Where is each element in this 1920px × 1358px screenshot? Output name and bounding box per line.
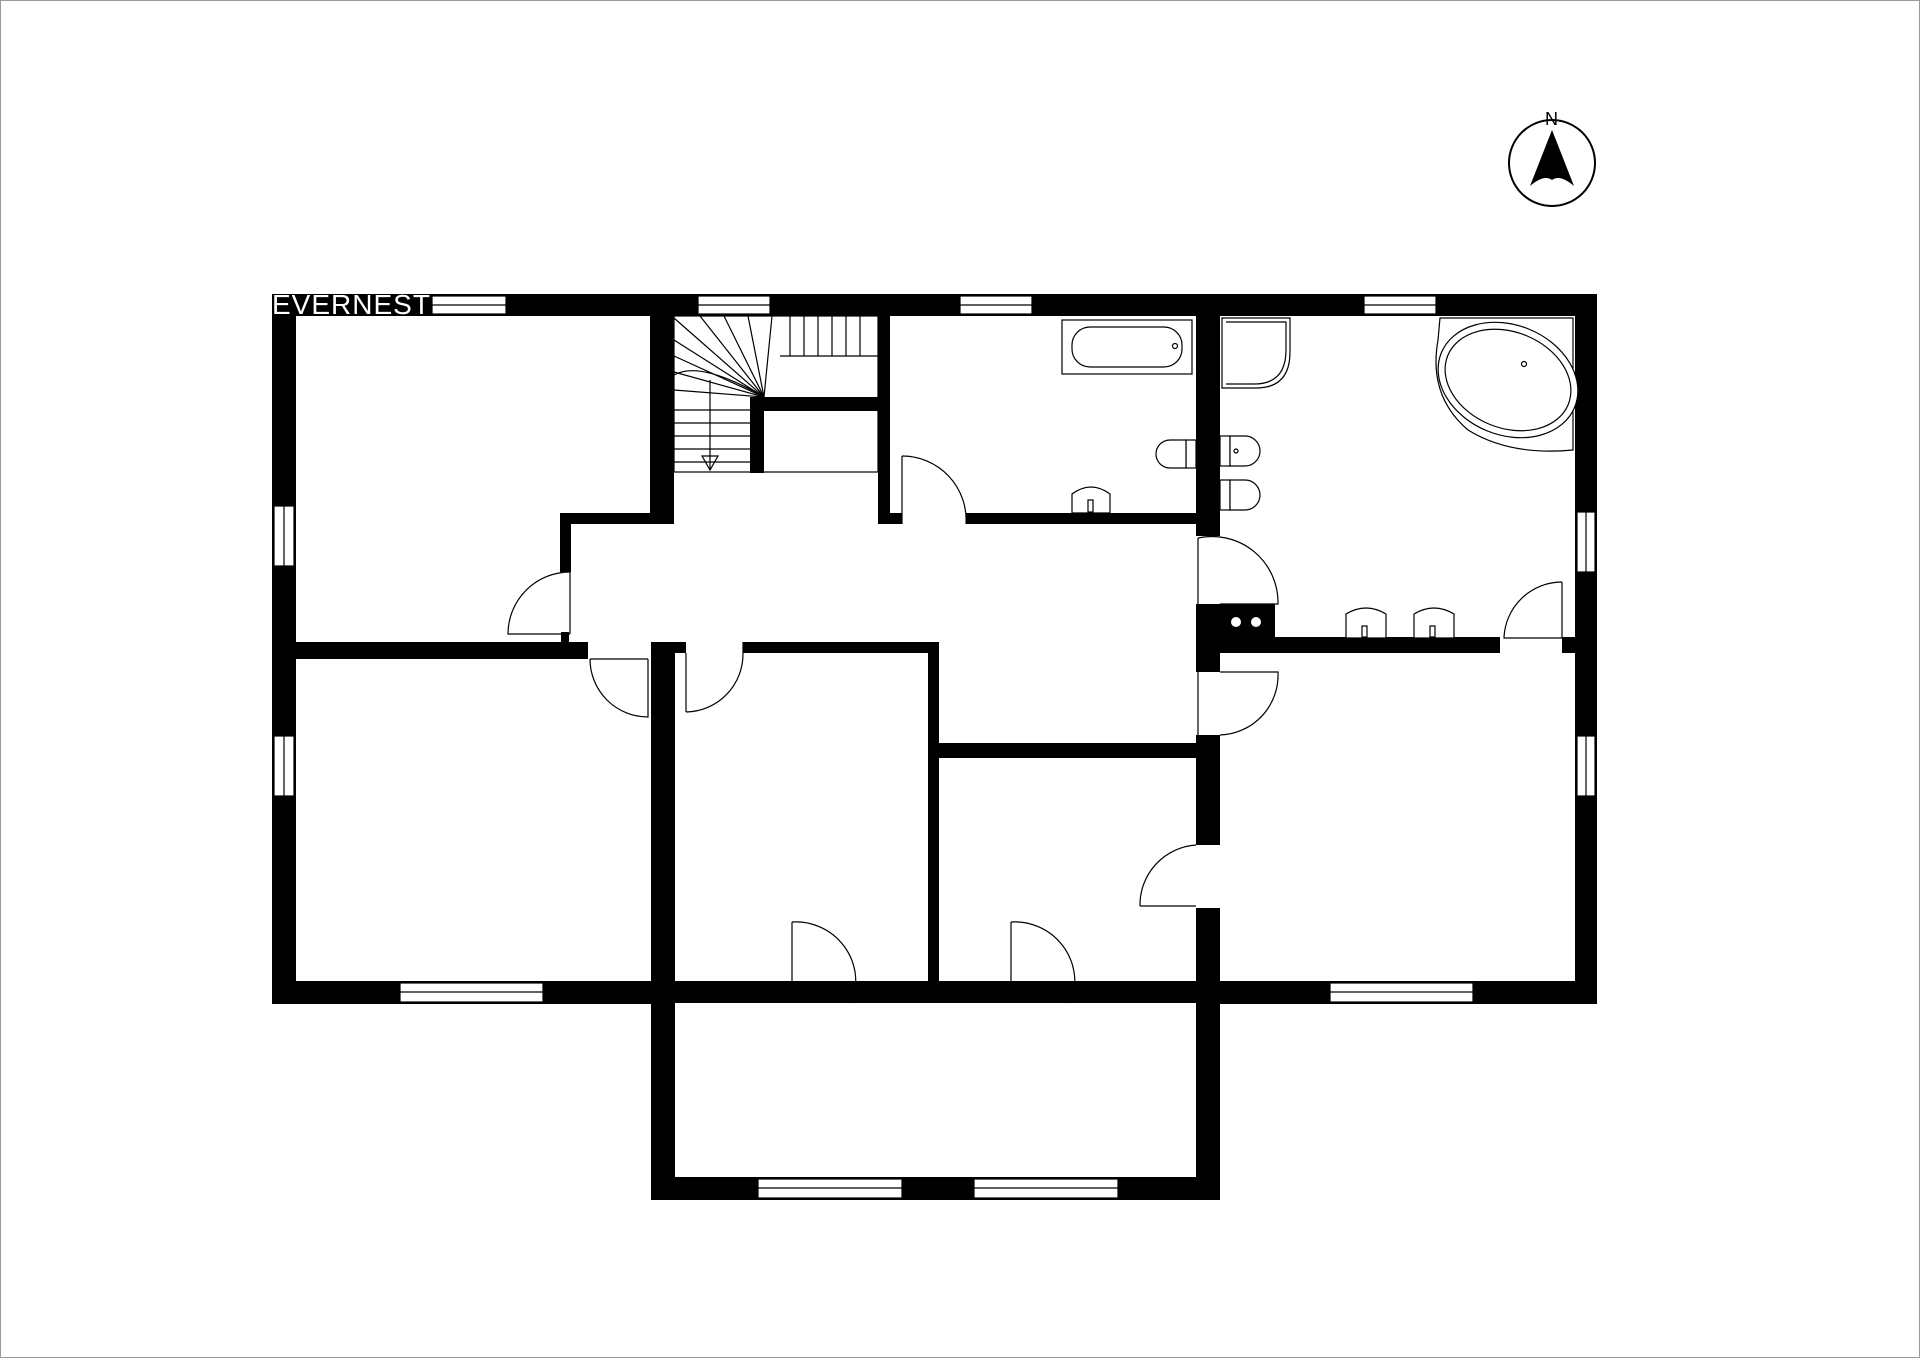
wall-annex-east <box>1196 981 1220 1200</box>
wall-nw-east <box>650 316 674 524</box>
wall-bath1-south <box>966 513 1198 524</box>
door-east-room <box>1197 671 1279 736</box>
door-small-room <box>1139 844 1197 907</box>
wall-bath-core-box <box>1210 604 1275 638</box>
wall-center-divider <box>928 743 1196 758</box>
stair-tread <box>673 339 765 398</box>
stair-tread <box>747 315 765 398</box>
door-annex-1 <box>791 921 857 1004</box>
door-sw-bedroom <box>589 658 649 718</box>
doors <box>507 455 1563 1004</box>
wall-center-north-left <box>651 642 686 653</box>
north-label: N <box>1545 109 1558 129</box>
oval-bathtub <box>1435 317 1579 452</box>
wall-east <box>1575 294 1597 1004</box>
wall-center-west <box>651 642 675 982</box>
wall-east-corridor-bottom <box>1196 908 1220 1004</box>
wall-center-north <box>743 642 939 653</box>
wall-annex-south <box>651 1177 1220 1200</box>
wall-west <box>272 294 296 1004</box>
wall-nw-step <box>560 513 674 524</box>
stair-tread <box>763 315 773 398</box>
bathtub <box>1061 319 1193 375</box>
stair-tread <box>673 355 765 398</box>
wall-stair-east <box>878 316 890 524</box>
door-bathroom-1 <box>901 455 967 525</box>
vent-dot-1 <box>1231 617 1241 627</box>
stair-tread <box>723 315 765 398</box>
door-annex-2 <box>1010 921 1076 1004</box>
staircase <box>673 315 879 473</box>
windows <box>273 295 1596 1199</box>
wall-west-rooms-divider <box>296 642 588 659</box>
wall-stair-core-left <box>750 397 764 473</box>
stair-tread <box>699 315 765 398</box>
vent-dot-2 <box>1251 617 1261 627</box>
wall-nw-step-vertical <box>560 513 571 572</box>
double-sink-right <box>1413 607 1455 639</box>
fixtures <box>1061 317 1579 639</box>
wall-master-bath-south <box>1218 637 1500 653</box>
stair-tread <box>673 317 765 398</box>
wall-annex-west <box>651 981 675 1200</box>
stair-tread <box>673 389 765 398</box>
toilet-master <box>1219 479 1261 511</box>
wall-east-corridor-lower <box>1196 735 1220 845</box>
shower <box>1221 317 1291 389</box>
bidet <box>1219 435 1261 467</box>
wall-bath1-east <box>1196 316 1220 536</box>
wall-divider-stub <box>561 632 569 642</box>
sink <box>1071 486 1111 514</box>
toilet <box>1155 439 1197 469</box>
door-master-bath-east <box>1503 581 1563 639</box>
brand-logo-text: EVERNEST <box>272 289 431 320</box>
wall-master-bath-south-stub <box>1562 637 1582 653</box>
door-master-bath-west <box>1197 535 1279 605</box>
wall-stair-core-top <box>750 397 880 411</box>
wall-center-east <box>928 642 939 982</box>
door-center-room <box>685 642 744 713</box>
wall-stair-east-stub <box>878 513 902 524</box>
door-nw-bedroom <box>507 571 571 635</box>
double-sink-left <box>1345 607 1387 639</box>
north-arrow-icon: N <box>1508 109 1596 207</box>
wall-small-room-south-mid <box>853 981 1010 1003</box>
stair-tread <box>673 371 765 398</box>
wall-north <box>272 294 1597 316</box>
walls <box>272 294 1597 1200</box>
